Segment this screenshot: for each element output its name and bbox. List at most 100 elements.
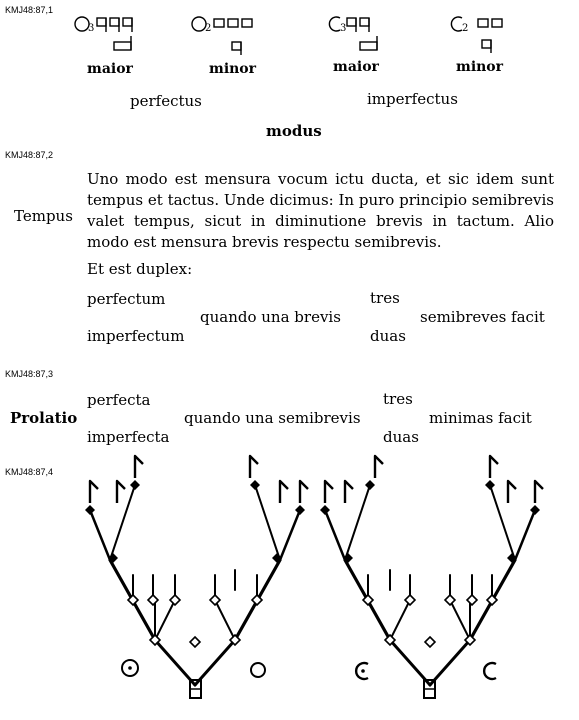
minim-note xyxy=(272,553,282,563)
tempus-duas: duas xyxy=(370,327,406,345)
prolatio-facit: minimas facit xyxy=(429,409,532,427)
semibreve-note xyxy=(443,593,457,607)
prolatio-quando: quando una semibrevis xyxy=(184,409,361,427)
semibreve-note xyxy=(228,633,242,647)
flag-stem xyxy=(533,479,544,503)
tree-branch xyxy=(278,508,302,562)
sub-2b: 2 xyxy=(462,23,468,34)
prolatio-perfecta: perfecta xyxy=(87,391,151,409)
label-minor-1: minor xyxy=(209,61,257,77)
minim-note xyxy=(320,505,330,515)
sub-2a: 2 xyxy=(205,23,211,34)
modus-minor-imperfectus-symbol xyxy=(450,16,503,53)
minim-note xyxy=(295,505,305,515)
tempus-paragraph: Uno modo est mensura vocum ictu ducta, e… xyxy=(87,170,554,251)
tree-branch xyxy=(449,599,471,641)
sign-perfect-circle-dot xyxy=(121,659,139,677)
tempus-facit: semibreves facit xyxy=(420,308,545,326)
semibreve-note xyxy=(126,593,140,607)
breve-note-left xyxy=(189,679,202,699)
sign-imperfect-c xyxy=(483,661,497,681)
section-ref-2: KMJ48:87,2 xyxy=(5,150,54,160)
label-prolatio: Prolatio xyxy=(10,409,78,427)
semibreve-note xyxy=(463,633,477,647)
tree-branch xyxy=(468,558,517,642)
minim-note xyxy=(108,553,118,563)
sign-imperfect-c-dot xyxy=(355,661,369,681)
flag-stem xyxy=(278,479,289,503)
minim-note xyxy=(507,553,517,563)
label-minor-2: minor xyxy=(456,59,504,75)
section-ref-1: KMJ48:87,1 xyxy=(5,5,54,15)
label-perfectus: perfectus xyxy=(130,92,202,110)
tempus-perfectum: perfectum xyxy=(87,290,166,308)
flag-stem xyxy=(506,479,517,503)
minim-note xyxy=(85,505,95,515)
label-imperfectus: imperfectus xyxy=(367,90,458,108)
flag-stem xyxy=(248,454,259,478)
semibreve-note xyxy=(168,593,182,607)
sign-dot xyxy=(128,666,132,670)
semibreve-note xyxy=(403,593,417,607)
label-maior-1: maior xyxy=(87,61,133,77)
semibreve-note xyxy=(208,593,222,607)
tree-branch xyxy=(323,508,347,562)
tempus-duplex: Et est duplex: xyxy=(87,260,193,278)
semibreve-note xyxy=(188,635,202,649)
minim-note xyxy=(365,480,375,490)
semibreve-note xyxy=(383,633,397,647)
sub-3a: 3 xyxy=(88,23,94,34)
semibreve-note xyxy=(361,593,375,607)
tree-branch xyxy=(108,558,157,642)
label-tempus: Tempus xyxy=(14,207,73,225)
tree-branch xyxy=(88,508,112,562)
tree-branch xyxy=(153,638,197,687)
semibreve-note xyxy=(485,593,499,607)
semibreve-note xyxy=(423,635,437,649)
tree-branch xyxy=(154,599,176,641)
modus-maior-imperfectus-symbol xyxy=(328,16,378,51)
tree-branch xyxy=(109,484,136,561)
flag-stem xyxy=(343,479,354,503)
prolatio-imperfecta: imperfecta xyxy=(87,428,170,446)
semibreve-note xyxy=(148,633,162,647)
tree-branch xyxy=(489,484,516,561)
prolatio-tres: tres xyxy=(383,390,413,408)
tempus-imperfectum: imperfectum xyxy=(87,327,185,345)
flag-stem xyxy=(298,479,309,503)
flag-stem xyxy=(88,479,99,503)
semibreve-note xyxy=(465,593,479,607)
flag-stem xyxy=(488,454,499,478)
tree-branch xyxy=(388,638,432,687)
tree-branch xyxy=(254,484,281,561)
minim-note xyxy=(250,480,260,490)
tree-branch xyxy=(513,508,537,562)
section-ref-4: KMJ48:87,4 xyxy=(5,467,54,477)
semibreve-note xyxy=(250,593,264,607)
minim-note xyxy=(130,480,140,490)
breve-note-right xyxy=(423,679,436,699)
flag-stem xyxy=(323,479,334,503)
modus-maior-perfectus-symbol xyxy=(74,16,133,51)
tempus-tres: tres xyxy=(370,289,400,307)
sign-dot xyxy=(361,669,365,673)
tree-branch xyxy=(193,638,237,687)
minim-note xyxy=(530,505,540,515)
tree-branch xyxy=(214,599,236,641)
flag-stem xyxy=(115,479,126,503)
tree-branch xyxy=(389,599,411,641)
label-modus: modus xyxy=(266,122,322,140)
tree-branch xyxy=(428,638,472,687)
flag-stem xyxy=(373,454,384,478)
section-ref-3: KMJ48:87,3 xyxy=(5,369,54,379)
tree-branch xyxy=(233,558,282,642)
label-maior-2: maior xyxy=(333,59,379,75)
semibreve-note xyxy=(146,593,160,607)
modus-minor-perfectus-symbol xyxy=(191,16,253,55)
minim-note xyxy=(485,480,495,490)
sub-3b: 3 xyxy=(340,23,346,34)
tree-branch xyxy=(344,484,371,561)
sign-perfect-circle xyxy=(250,662,266,678)
tempus-quando: quando una brevis xyxy=(200,308,341,326)
